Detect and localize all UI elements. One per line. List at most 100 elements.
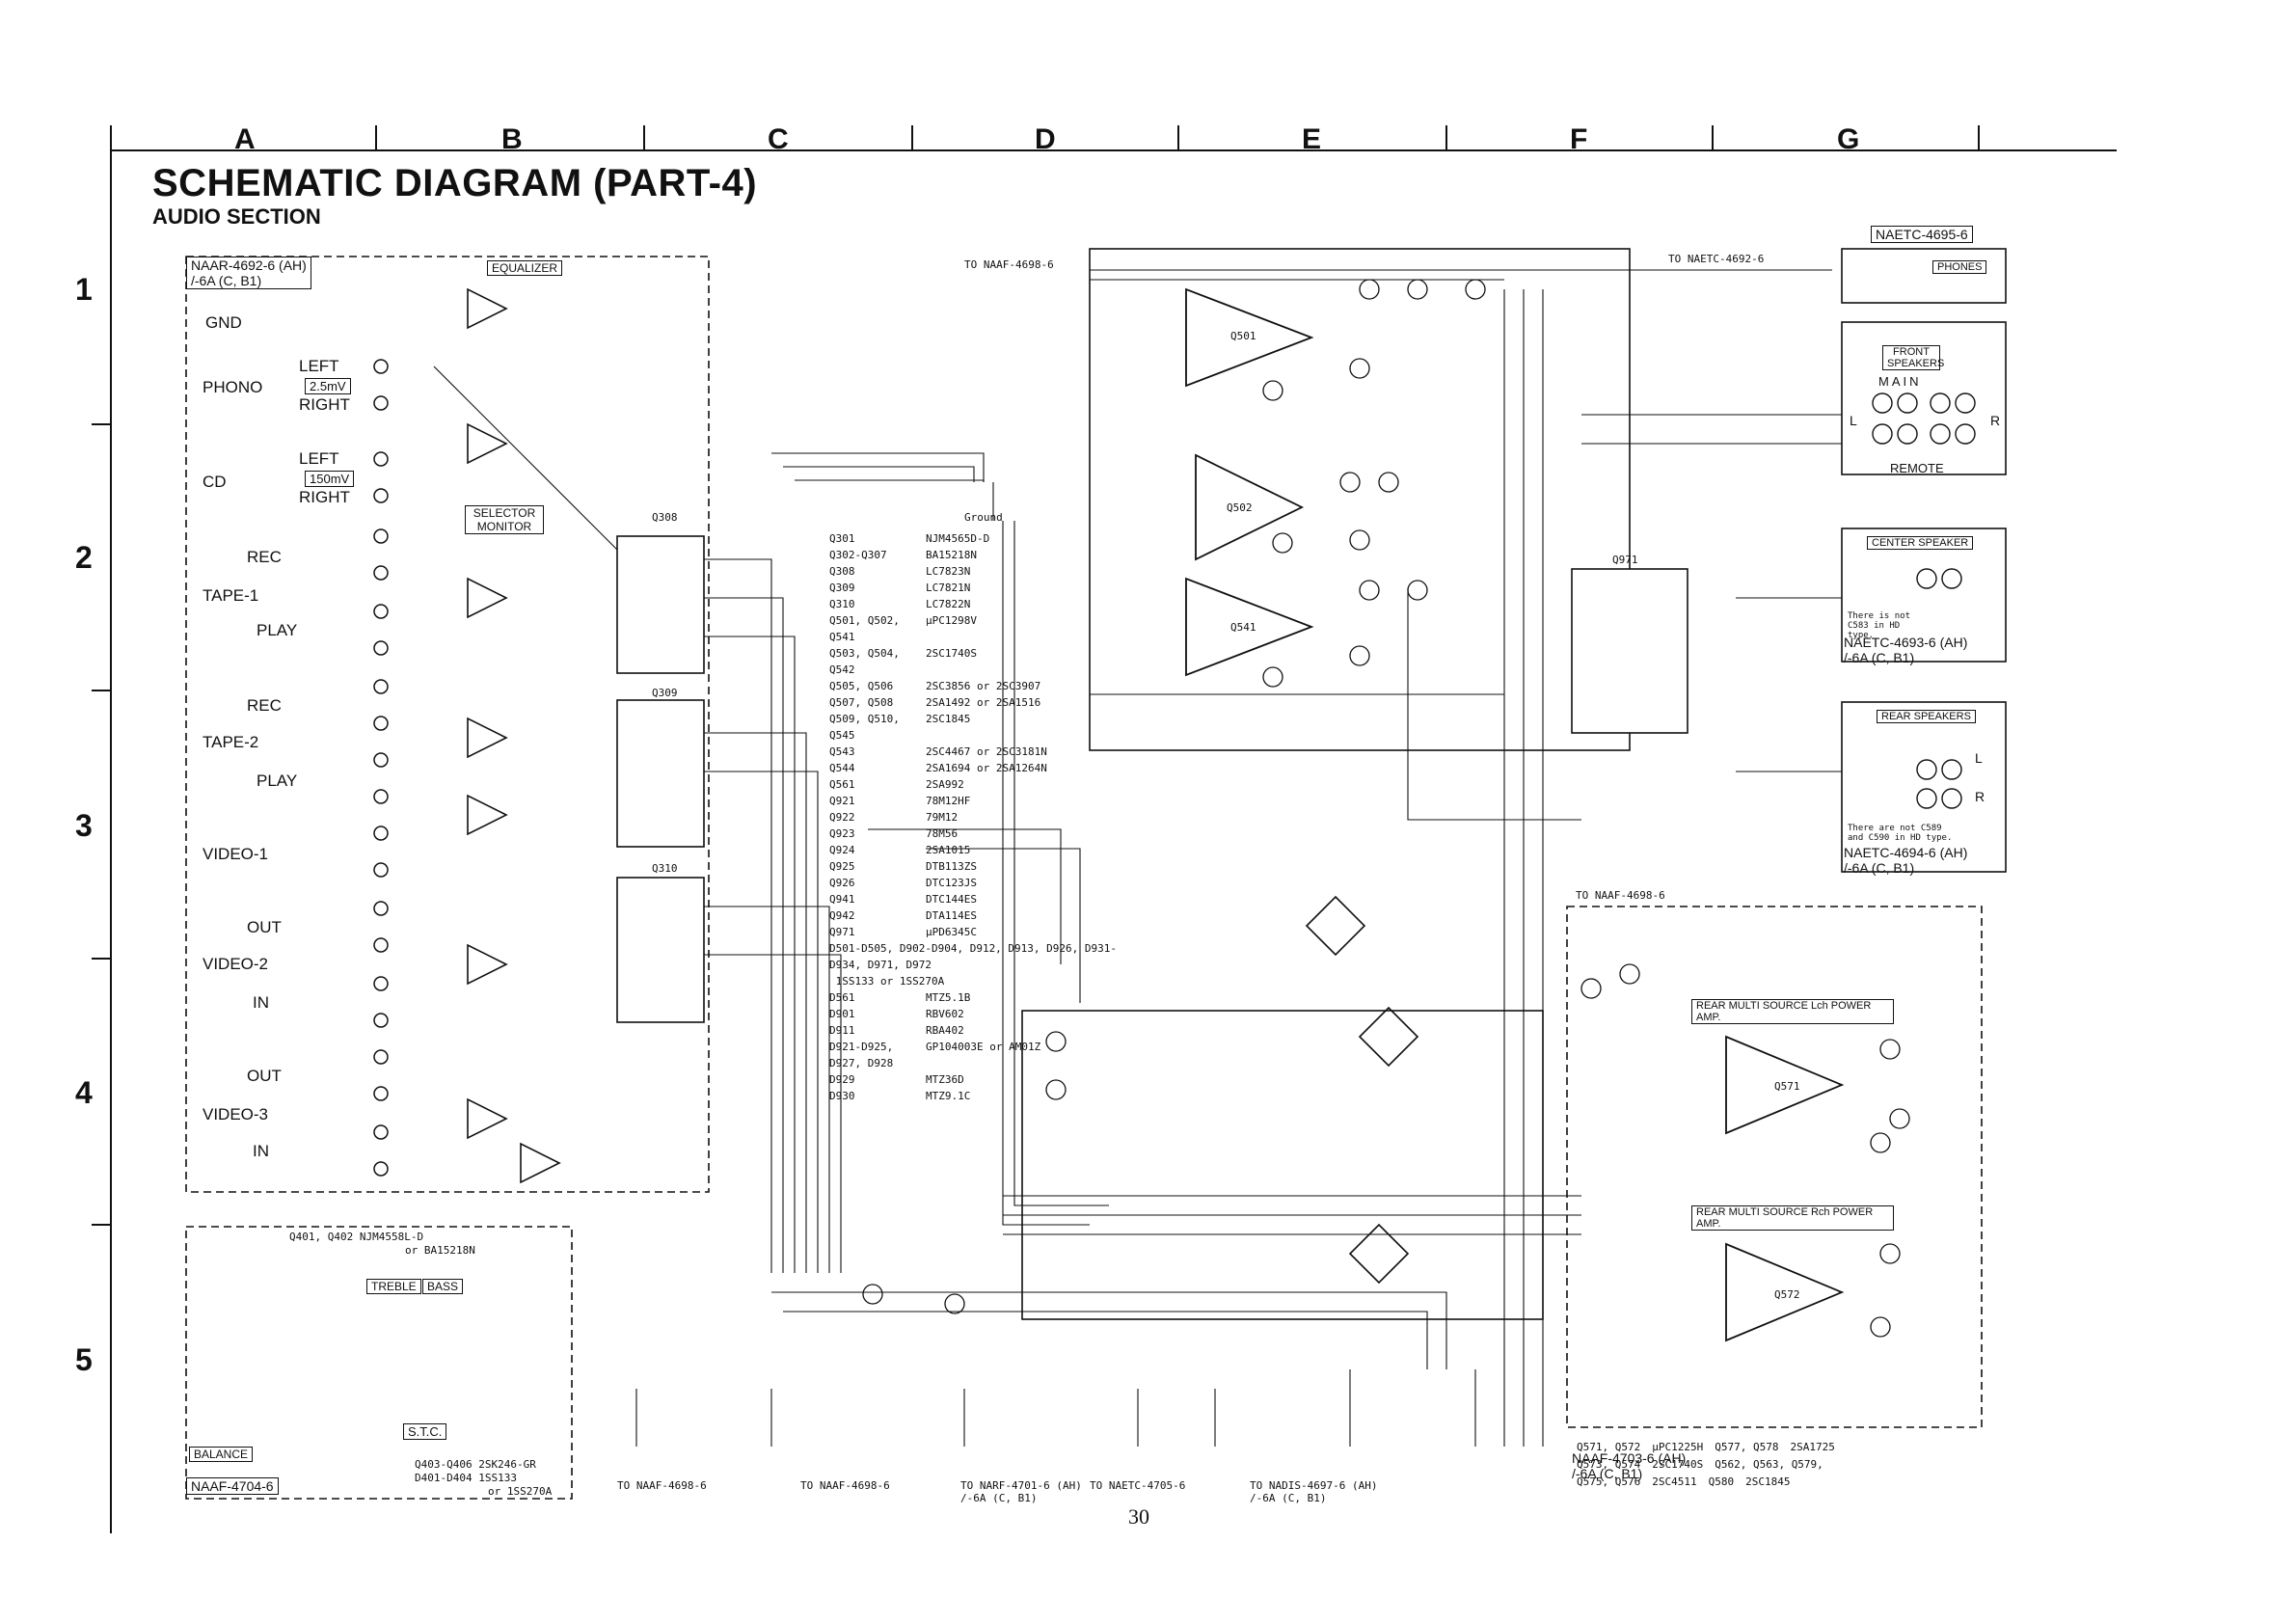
- signal-buses: [433, 269, 1842, 1447]
- video3-in-label: IN: [253, 1142, 269, 1160]
- grid-column-a: A: [234, 123, 256, 155]
- main-label: MAIN: [1878, 374, 1922, 389]
- selector-monitor-label: SELECTOR MONITOR: [465, 505, 544, 534]
- center-board-name: NAETC-4693-6 (AH): [1844, 635, 1968, 650]
- q971-ic: [1571, 568, 1688, 734]
- connector-bottom-3: TO NARF-4701-6 (AH) /-6A (C, B1): [960, 1479, 1082, 1504]
- grid-column-e: E: [1302, 123, 1322, 155]
- front-amp-outline: [1089, 248, 1631, 751]
- connector-bottom-3-name: TO NARF-4701-6 (AH): [960, 1479, 1082, 1492]
- video2-out-label: OUT: [247, 918, 282, 936]
- page-number: 30: [1128, 1504, 1149, 1529]
- rear-board-name: NAETC-4694-6 (AH): [1844, 845, 1968, 860]
- cd-right-label: RIGHT: [299, 488, 350, 506]
- grid-column-f: F: [1570, 123, 1588, 155]
- tape1-label: TAPE-1: [203, 586, 259, 605]
- stc-label: S.T.C.: [403, 1423, 447, 1440]
- connector-bottom-5: TO NADIS-4697-6 (AH) /-6A (C, B1): [1250, 1479, 1377, 1504]
- video2-label: VIDEO-2: [203, 955, 269, 973]
- rear-right-amp-label: REAR MULTI SOURCE Rch POWER AMP.: [1691, 1205, 1894, 1231]
- grid-row-5: 5: [75, 1342, 93, 1377]
- page-subtitle: AUDIO SECTION: [152, 204, 321, 229]
- grid-column-d: D: [1035, 123, 1056, 155]
- q502-label: Q502: [1227, 501, 1253, 514]
- parts-row: D501-D505, D902-D904, D912, D913, D926, …: [829, 942, 1118, 988]
- tape2-label: TAPE-2: [203, 733, 259, 751]
- connector-mid-right: TO NAAF-4698-6: [1576, 889, 1665, 902]
- phono-right-label: RIGHT: [299, 395, 350, 414]
- grid-row-4: 4: [75, 1075, 93, 1110]
- center-speaker-label: CENTER SPEAKER: [1867, 536, 1974, 550]
- grid-column-g: G: [1837, 123, 1860, 155]
- q310-label: Q310: [652, 862, 678, 875]
- input-board-outline: [185, 256, 710, 1193]
- q541-label: Q541: [1230, 621, 1256, 634]
- q309-label: Q309: [652, 687, 678, 699]
- phones-label: PHONES: [1932, 260, 1987, 274]
- q571-label: Q571: [1774, 1080, 1800, 1093]
- phono-left-label: LEFT: [299, 357, 339, 375]
- connector-bottom-5-name: TO NADIS-4697-6 (AH): [1250, 1479, 1378, 1492]
- center-speaker-box: [1841, 528, 2007, 663]
- q308-label: Q308: [652, 511, 678, 524]
- q971-label: Q971: [1612, 554, 1638, 566]
- video1-label: VIDEO-1: [203, 845, 269, 863]
- tape1-play-label: PLAY: [257, 621, 298, 639]
- video3-label: VIDEO-3: [203, 1105, 269, 1123]
- power-amps: [1185, 287, 1845, 1342]
- phono-level: 2.5mV: [305, 378, 351, 394]
- rear-amp-outline: [1566, 906, 1983, 1428]
- cd-label: CD: [203, 473, 227, 491]
- speaker-terminals: [1872, 392, 1976, 809]
- treble-label: TREBLE: [366, 1279, 421, 1294]
- connector-top-right: TO NAETC-4692-6: [1668, 253, 1765, 265]
- rear-speakers-box: [1841, 701, 2007, 873]
- tape1-rec-label: REC: [247, 548, 282, 566]
- cd-level: 150mV: [305, 471, 355, 487]
- rear-r-label: R: [1975, 789, 1985, 804]
- input-board-label: NAAR-4692-6 (AH) /-6A (C, B1): [186, 257, 311, 289]
- front-speakers-box: [1841, 321, 2007, 475]
- q572-label: Q572: [1774, 1288, 1800, 1301]
- input-jacks: [373, 359, 389, 1177]
- tone-board-outline: [185, 1226, 573, 1500]
- connector-bottom-4: TO NAETC-4705-6: [1090, 1479, 1186, 1492]
- grid-column-b: B: [501, 123, 523, 155]
- center-note: There is not C583 in HD type.: [1848, 611, 1911, 640]
- phono-label: PHONO: [203, 378, 263, 396]
- front-speakers-label: FRONT SPEAKERS: [1882, 345, 1944, 370]
- equalizer-label: EQUALIZER: [487, 260, 563, 276]
- rear-amp-board-name: NAAF-4703-6 (AH): [1572, 1450, 1687, 1466]
- front-r-label: R: [1990, 413, 2001, 428]
- connector-bottom-5-variant: /-6A (C, B1): [1250, 1492, 1327, 1504]
- connector-bottom-1: TO NAAF-4698-6: [617, 1479, 707, 1492]
- rear-amp-board-variant: /-6A (C, B1): [1572, 1466, 1643, 1481]
- input-board-variant: /-6A (C, B1): [191, 273, 262, 288]
- input-board-name: NAAR-4692-6 (AH): [191, 257, 307, 273]
- connector-bottom-2: TO NAAF-4698-6: [800, 1479, 890, 1492]
- remote-label: REMOTE: [1890, 461, 1944, 475]
- connector-bottom-3-variant: /-6A (C, B1): [960, 1492, 1038, 1504]
- connector-top-left: TO NAAF-4698-6: [964, 258, 1054, 271]
- grid-row-1: 1: [75, 272, 93, 307]
